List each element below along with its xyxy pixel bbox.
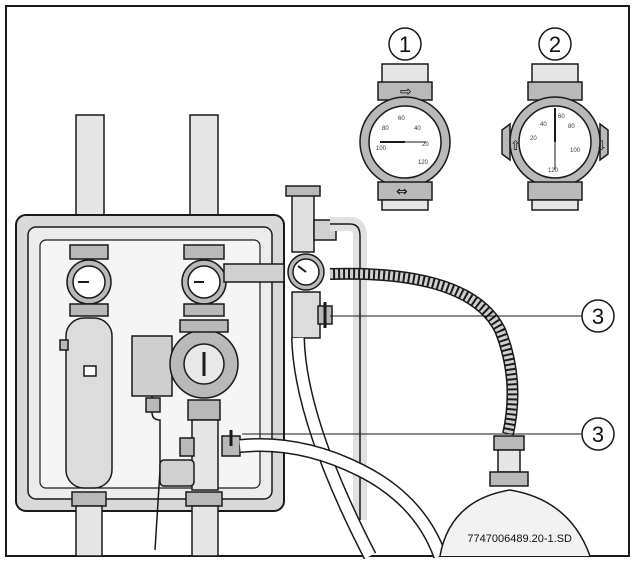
gauge1-tick-80: 80 bbox=[382, 126, 389, 132]
drawing-code: 7747006489.20-1.SD bbox=[467, 533, 572, 545]
arrow-right-icon: ⇨ bbox=[400, 84, 412, 100]
callout-1-label: 1 bbox=[399, 32, 411, 57]
detail-gauge-2: 60 40 80 20 100 120 bbox=[501, 63, 609, 211]
callout-3-upper-label: 3 bbox=[592, 304, 604, 329]
gauge2-tick-40: 40 bbox=[540, 122, 547, 128]
callout-1: 1 bbox=[388, 27, 422, 61]
return-line bbox=[59, 244, 113, 557]
gauge1-tick-100: 100 bbox=[376, 146, 387, 152]
gauge1-tick-120: 120 bbox=[418, 160, 429, 166]
gauge2-tick-20: 20 bbox=[530, 136, 537, 142]
flow-line bbox=[131, 244, 285, 557]
safety-group bbox=[285, 185, 367, 520]
gauge1-tick-40: 40 bbox=[414, 126, 421, 132]
callout-3-lower: 3 bbox=[242, 417, 615, 451]
gauge2-tick-100: 100 bbox=[570, 148, 581, 154]
arrow-up-icon: ⇧ bbox=[510, 139, 521, 154]
detail-gauge-1: 60 80 40 100 20 120 bbox=[359, 63, 451, 211]
gauge2-tick-120: 120 bbox=[548, 168, 559, 174]
expansion-vessel bbox=[439, 435, 591, 557]
callout-2: 2 bbox=[538, 27, 572, 61]
gauge2-tick-60: 60 bbox=[558, 114, 565, 120]
double-arrow-icon: ⇔ bbox=[396, 184, 408, 200]
callout-3-upper: 3 bbox=[330, 299, 615, 333]
gauge2-tick-80: 80 bbox=[568, 124, 575, 130]
gauge1-tick-20: 20 bbox=[422, 142, 429, 148]
callout-2-label: 2 bbox=[549, 32, 561, 57]
callout-3-lower-label: 3 bbox=[592, 422, 604, 447]
gauge1-tick-60: 60 bbox=[398, 116, 405, 122]
arrow-down-icon: ⇩ bbox=[596, 139, 607, 154]
